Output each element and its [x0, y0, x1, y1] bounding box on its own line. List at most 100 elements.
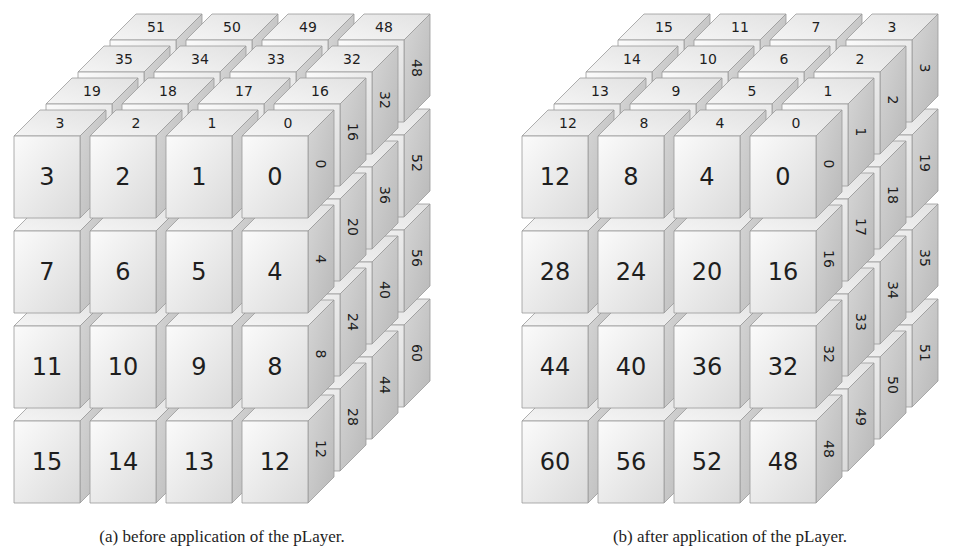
front-number: 4 [267, 260, 282, 284]
front-number: 52 [692, 450, 723, 474]
cubie-side-face [340, 78, 366, 186]
cubie [242, 395, 334, 503]
cubie-front-face [166, 421, 232, 503]
cubie-front-face [598, 421, 664, 503]
cubie-side-face [848, 78, 874, 186]
front-number: 60 [540, 450, 571, 474]
top-number: 13 [591, 84, 609, 98]
cubie-side-face [848, 268, 874, 376]
side-number: 28 [346, 408, 360, 426]
front-number: 44 [540, 355, 571, 379]
cubie-side-face [404, 299, 430, 407]
cubie-side-face [912, 109, 938, 217]
side-number: 40 [378, 281, 392, 299]
cubie-front-face [242, 136, 308, 218]
front-number: 20 [692, 260, 723, 284]
cubie-side-face [816, 395, 842, 503]
top-number: 15 [655, 20, 673, 34]
front-number: 15 [32, 450, 63, 474]
caption: (a) before application of the pLayer. [99, 528, 344, 545]
side-number: 52 [410, 154, 424, 172]
side-number: 1 [854, 128, 868, 137]
cubie-side-face [372, 236, 398, 344]
cubie-side-face [372, 46, 398, 154]
side-number: 8 [314, 350, 328, 359]
front-number: 10 [108, 355, 139, 379]
cubie-side-face [404, 204, 430, 312]
side-number: 49 [854, 408, 868, 426]
cubie-front-face [750, 421, 816, 503]
cubie-front-face [166, 326, 232, 408]
front-number: 16 [768, 260, 799, 284]
side-number: 18 [886, 186, 900, 204]
cubie-side-face [340, 268, 366, 376]
side-number: 4 [314, 255, 328, 264]
cubie [750, 110, 842, 218]
front-number: 0 [267, 165, 282, 189]
side-number: 56 [410, 249, 424, 267]
cubie-front-face [90, 231, 156, 313]
front-number: 4 [699, 165, 714, 189]
top-number: 35 [115, 52, 133, 66]
front-number: 32 [768, 355, 799, 379]
top-number: 0 [792, 116, 801, 130]
cubie-front-face [522, 231, 588, 313]
cubie-side-face [404, 14, 430, 122]
side-number: 20 [346, 218, 360, 236]
top-number: 34 [191, 52, 209, 66]
front-number: 11 [32, 355, 63, 379]
top-number: 9 [672, 84, 681, 98]
side-number: 60 [410, 344, 424, 362]
cubie-side-face [340, 363, 366, 471]
side-number: 36 [378, 186, 392, 204]
front-number: 1 [191, 165, 206, 189]
cubie-front-face [14, 231, 80, 313]
cubie-side-face [340, 173, 366, 281]
side-number: 17 [854, 218, 868, 236]
cubie [242, 110, 334, 218]
cubie-front-face [674, 421, 740, 503]
top-number: 14 [623, 52, 641, 66]
cubie-side-face [880, 331, 906, 439]
cubie [242, 300, 334, 408]
top-number: 2 [856, 52, 865, 66]
cubie-side-face [372, 331, 398, 439]
front-number: 8 [623, 165, 638, 189]
front-number: 56 [616, 450, 647, 474]
cubie [750, 395, 842, 503]
side-number: 48 [410, 59, 424, 77]
cubie-front-face [598, 136, 664, 218]
cubie-front-face [90, 136, 156, 218]
top-number: 1 [824, 84, 833, 98]
cubie [242, 205, 334, 313]
side-number: 2 [886, 96, 900, 105]
top-number: 0 [284, 116, 293, 130]
cubie-side-face [880, 141, 906, 249]
cubie-front-face [750, 326, 816, 408]
cubie-side-face [816, 110, 842, 218]
cubie-front-face [674, 136, 740, 218]
top-number: 5 [748, 84, 757, 98]
side-number: 50 [886, 376, 900, 394]
cubie-side-face [848, 363, 874, 471]
front-number: 24 [616, 260, 647, 284]
front-number: 6 [115, 260, 130, 284]
side-number: 34 [886, 281, 900, 299]
top-number: 1 [208, 116, 217, 130]
cubie-side-face [816, 300, 842, 408]
cubie-front-face [242, 231, 308, 313]
top-number: 8 [640, 116, 649, 130]
top-number: 18 [159, 84, 177, 98]
cubie-side-face [308, 300, 334, 408]
front-number: 8 [267, 355, 282, 379]
cubie-front-face [90, 326, 156, 408]
side-number: 44 [378, 376, 392, 394]
cubie-side-face [912, 14, 938, 122]
top-number: 33 [267, 52, 285, 66]
cubie-front-face [242, 326, 308, 408]
front-number: 2 [115, 165, 130, 189]
cubie-front-face [750, 136, 816, 218]
side-number: 48 [822, 440, 836, 458]
cubie-side-face [308, 110, 334, 218]
